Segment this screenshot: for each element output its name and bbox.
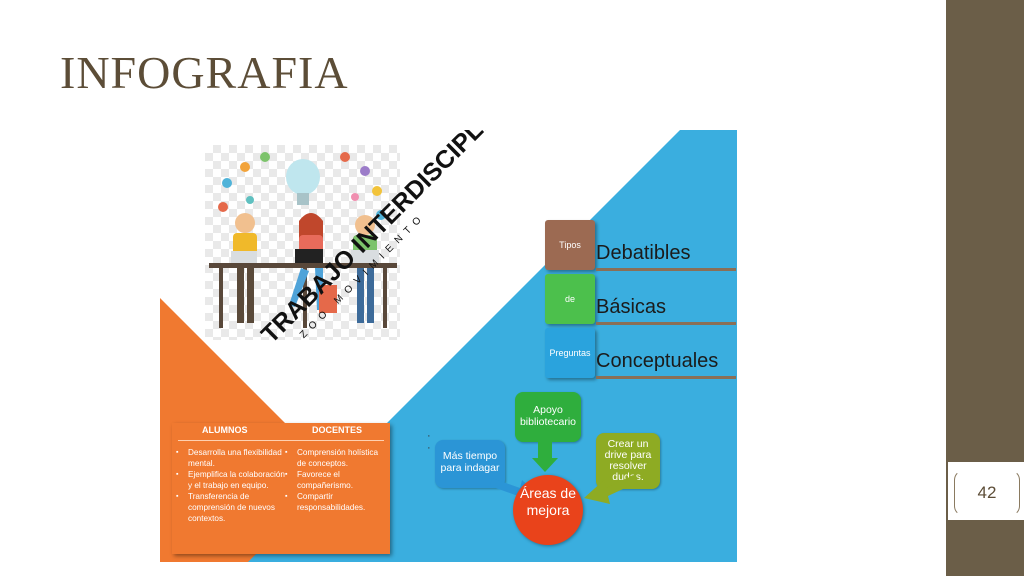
icon-circle [372,186,382,196]
list-item: Compartir responsabilidades. [285,491,389,513]
divider-line [596,322,736,325]
list-item: Comprensión holística de conceptos. [285,447,389,469]
arrow-left-icon [584,474,638,504]
arrow-down-icon [532,458,558,472]
icon-circle [260,152,270,162]
lightbulb-icon [286,159,320,195]
arrow-down-icon [538,442,552,460]
page-number: 42 [954,470,1020,516]
label-conceptuales: Conceptuales [596,350,719,372]
icon-circle [340,152,350,162]
infographic: TRABAJO INTERDISCIPLINARIO ZOO MOVIMIENT… [160,130,737,562]
laptop-icon [351,250,379,263]
icon-circle [246,196,254,204]
icon-circle [360,166,370,176]
header-alumnos: ALUMNOS [202,425,248,435]
laptop-icon [231,251,257,263]
label-debatibles: Debatibles [596,242,691,264]
divider-line [596,268,736,271]
trash-can [319,285,337,313]
ellipsis-dots: ·· [427,430,431,454]
box-mas-tiempo: Más tiempo para indagar [435,440,505,488]
tag-tipos: Tipos [545,220,595,270]
docentes-list: Comprensión holística de conceptos. Favo… [285,447,389,513]
tag-de: de [545,274,595,324]
slide-title: INFOGRAFIA [60,47,349,98]
list-item: Favorece el compañerismo. [285,469,389,491]
team-illustration [205,145,400,340]
areas-de-mejora-circle: Áreas de mejora [513,475,583,545]
list-item: Transferencia de comprensión de nuevos c… [176,491,288,524]
divider-line [596,376,736,379]
list-item: Ejemplifica la colaboración y el trabajo… [176,469,288,491]
lightbulb-base [297,193,309,205]
list-item: Desarrolla una flexibilidad mental. [176,447,288,469]
icon-circle [376,210,386,220]
icon-circle [351,193,359,201]
icon-circle [218,202,228,212]
alumnos-list: Desarrolla una flexibilidad mental. Ejem… [176,447,288,524]
desk [209,263,397,268]
box-apoyo: Apoyo bibliotecario [515,392,581,442]
header-rule [178,440,384,441]
label-basicas: Básicas [596,296,667,318]
icon-circle [240,162,250,172]
icon-circle [222,178,232,188]
alumnos-docentes-table: ALUMNOS DOCENTES Desarrolla una flexibil… [172,423,390,554]
header-docentes: DOCENTES [312,425,363,435]
tag-preguntas: Preguntas [545,328,595,378]
